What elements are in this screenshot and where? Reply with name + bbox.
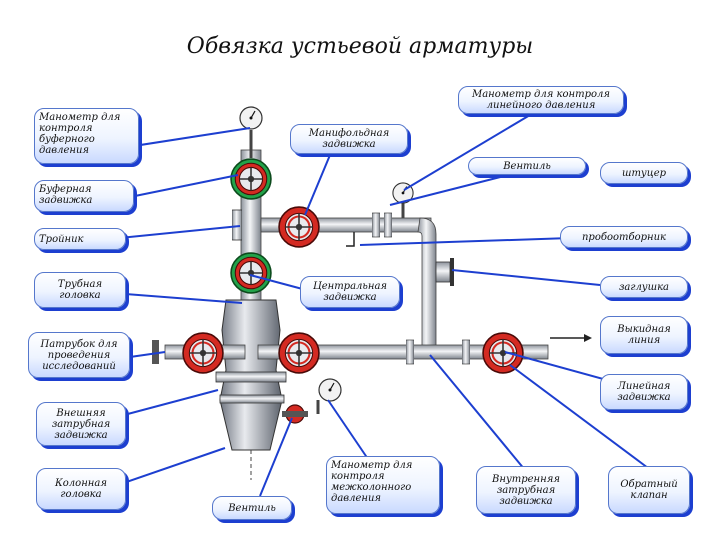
callout-shtutser: штуцер — [600, 162, 688, 184]
outlet-arrow-head — [584, 334, 592, 342]
callout-text: Буферная задвижка — [39, 184, 93, 206]
intercasing-gauge — [318, 378, 342, 402]
callout-annular-valve: Внешняя затрубная задвижка — [36, 402, 126, 446]
callout-tee: Тройник — [34, 228, 126, 250]
lower-line-right — [257, 344, 549, 360]
callout-text: Манометр для контроля межколонного давле… — [331, 460, 413, 504]
callout-casing-head: Колонная головка — [36, 468, 126, 510]
callout-text: Внутренняя затрубная задвижка — [492, 473, 560, 507]
callout-text: Линейная задвижка — [617, 381, 671, 403]
line-valve — [482, 332, 524, 374]
callout-text: Вентиль — [228, 502, 276, 514]
callout-line-valve: Линейная задвижка — [600, 374, 688, 410]
callout-sampler: пробоотборник — [560, 226, 688, 248]
callout-buffer-gauge: Манометр для контроля буферного давления — [34, 108, 139, 164]
plug-cap — [450, 258, 454, 286]
callout-text: Патрубок для проведения исследований — [40, 338, 118, 372]
callout-outlet-line: Выкидная линия — [600, 316, 688, 354]
callout-text: заглушка — [618, 281, 670, 293]
research-pipe-cap — [152, 340, 159, 364]
callout-line-gauge: Манометр для контроля линейного давления — [458, 86, 624, 114]
casing-flange — [215, 371, 287, 383]
casing-flange-lower — [219, 394, 285, 404]
callout-plug: заглушка — [600, 276, 688, 298]
callout-text: Манифольдная задвижка — [308, 128, 390, 150]
callout-text: Колонная головка — [55, 478, 107, 500]
buffer-valve — [230, 158, 272, 200]
flange — [462, 339, 470, 365]
callout-ventil-top: Вентиль — [468, 157, 586, 175]
tubing-head-valve — [230, 252, 272, 294]
callout-manifold-valve: Манифольдная задвижка — [290, 124, 408, 154]
callout-text: Тройник — [39, 234, 84, 245]
callout-check-valve: Обратный клапан — [608, 466, 690, 514]
callout-buffer-valve: Буферная задвижка — [34, 180, 134, 212]
callout-tubing-head: Трубная головка — [34, 272, 126, 308]
callout-central-valve: Центральная задвижка — [300, 276, 400, 308]
callout-research-pipe: Патрубок для проведения исследований — [28, 332, 130, 378]
flange — [372, 212, 380, 238]
callout-text: Обратный клапан — [620, 479, 678, 501]
central-valve-right — [278, 332, 320, 374]
callout-text: Манометр для контроля буферного давления — [39, 112, 121, 156]
sampler — [346, 232, 355, 247]
flange — [406, 339, 414, 365]
page-title: Обвязка устьевой арматуры — [186, 34, 534, 59]
callout-text: Выкидная линия — [617, 324, 671, 346]
buffer-gauge — [239, 106, 263, 130]
callout-text: Вентиль — [503, 160, 551, 172]
callout-text: Трубная головка — [57, 279, 103, 301]
callout-text: штуцер — [621, 167, 667, 179]
flange — [232, 209, 242, 241]
callout-inner-annular-valve: Внутренняя затрубная задвижка — [476, 466, 576, 514]
callout-ventil-bottom: Вентиль — [212, 496, 292, 520]
callout-text: Центральная задвижка — [312, 281, 388, 303]
flange — [384, 212, 392, 238]
callout-intercasing-gauge: Манометр для контроля межколонного давле… — [326, 456, 440, 514]
plug — [435, 261, 451, 283]
elbow-pipe — [417, 217, 437, 351]
callout-text: Внешняя затрубная задвижка — [51, 407, 111, 441]
leader-lines — [104, 114, 649, 497]
manifold-valve — [278, 206, 320, 248]
central-valve-left — [182, 332, 224, 374]
callout-text: пробоотборник — [581, 231, 666, 243]
bottom-ventil-body — [282, 411, 308, 417]
callout-text: Манометр для контроля линейного давления — [471, 89, 611, 111]
